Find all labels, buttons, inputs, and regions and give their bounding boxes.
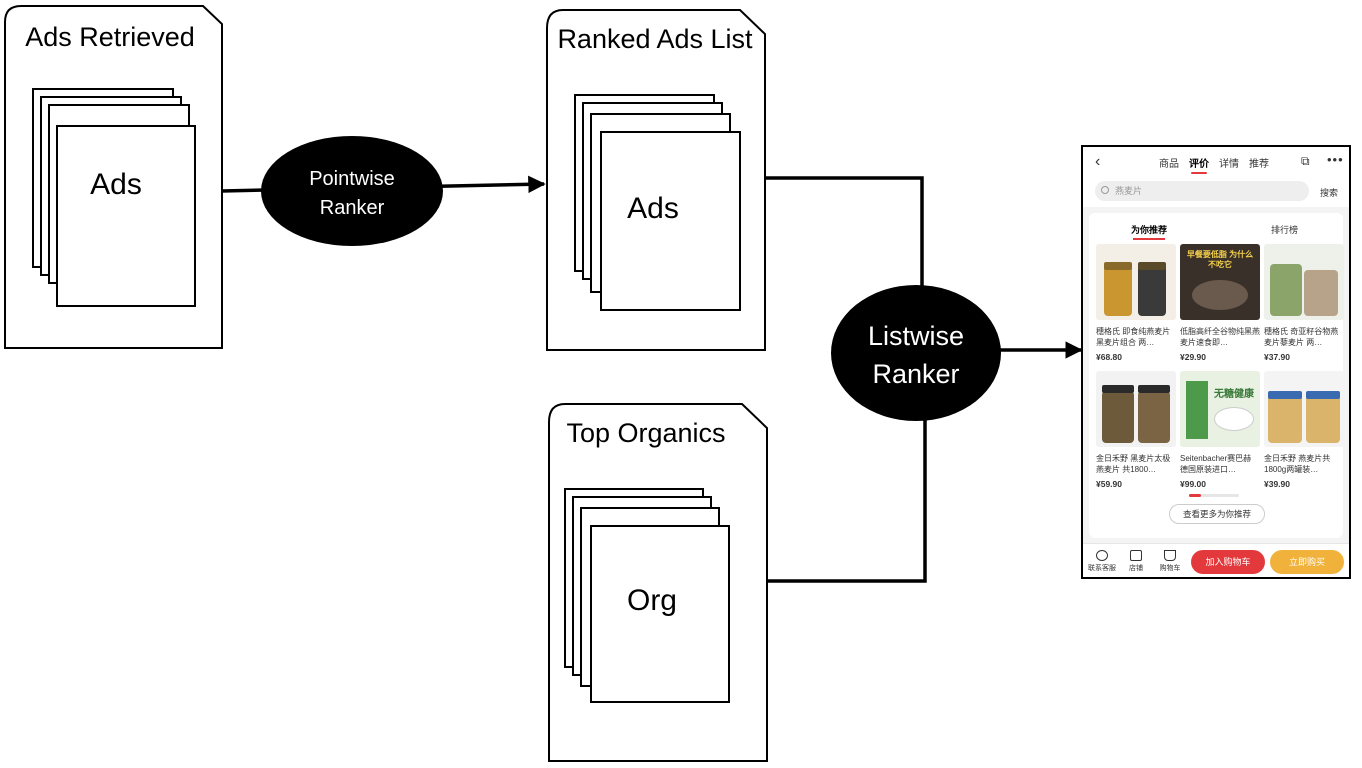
more-icon[interactable]: •••: [1327, 152, 1344, 167]
product-image: 无糖健康: [1180, 371, 1260, 447]
product-price: ¥29.90: [1180, 352, 1206, 362]
stage-title: Ranked Ads List: [557, 24, 753, 54]
tab-for-you[interactable]: 为你推荐: [1131, 225, 1168, 240]
stack-label: Org: [627, 584, 677, 617]
stage-ads-retrieved: Ads Retrieved Ads: [4, 5, 223, 349]
chat-icon: [1096, 550, 1108, 561]
ranker-label-line2: Ranker: [872, 359, 959, 389]
recommendation-panel: 为你推荐 排行榜 穗格氏 即食纯燕麦片黑麦片组合 两… ¥68.80 早餐要低脂…: [1089, 213, 1344, 538]
product-image: [1096, 244, 1176, 320]
view-more-button[interactable]: 查看更多为你推荐: [1169, 504, 1265, 524]
tab-reviews[interactable]: 评价: [1189, 155, 1209, 174]
product-price: ¥68.80: [1096, 352, 1122, 362]
tab-ranking[interactable]: 排行榜: [1271, 225, 1299, 235]
tab-recommend[interactable]: 推荐: [1249, 159, 1269, 170]
bottom-item-label: 联系客服: [1088, 565, 1116, 572]
nav-bar: ‹ 商品 评价 详情 推荐 ⧉ •••: [1083, 147, 1349, 177]
tab-goods[interactable]: 商品: [1159, 159, 1179, 170]
listwise-ranker: Listwise Ranker: [831, 285, 1001, 421]
ranker-label-line1: Pointwise: [309, 168, 395, 190]
product-card[interactable]: 穗格氏 奇亚籽谷物燕麦片藜麦片 两… ¥37.90: [1264, 244, 1344, 362]
product-card[interactable]: 穗格氏 即食纯燕麦片黑麦片组合 两… ¥68.80: [1096, 244, 1176, 362]
bottom-item-label: 购物车: [1159, 565, 1181, 572]
product-image: [1264, 371, 1344, 447]
stage-title: Ads Retrieved: [25, 22, 195, 52]
phone-screenshot: ‹ 商品 评价 详情 推荐 ⧉ ••• 燕麦片 搜索 为你推荐 排行榜 穗格氏 …: [1081, 145, 1351, 579]
product-name: Seitenbacher赛巴赫 德国原装进口…: [1180, 454, 1252, 474]
product-card[interactable]: 金日禾野 燕麦片共1800g两罐装… ¥39.90: [1264, 371, 1344, 489]
store-icon: [1130, 550, 1142, 561]
bottom-action-bar: 联系客服 店铺 购物车 加入购物车 立即购买: [1083, 543, 1349, 577]
stack-label: Ads: [627, 192, 679, 225]
product-name: 穗格氏 奇亚籽谷物燕麦片藜麦片 两…: [1264, 327, 1339, 347]
back-icon[interactable]: ‹: [1095, 153, 1101, 170]
customer-service-button[interactable]: 联系客服: [1087, 550, 1117, 573]
stage-ranked-ads-list: Ranked Ads List Ads: [546, 9, 766, 351]
connector-organics-to-listwise: [767, 420, 927, 583]
stage-title: Top Organics: [566, 418, 725, 448]
search-row: 燕麦片 搜索: [1083, 177, 1349, 207]
product-name: 穗格氏 即食纯燕麦片黑麦片组合 两…: [1096, 327, 1171, 347]
product-card[interactable]: 无糖健康 Seitenbacher赛巴赫 德国原装进口… ¥99.00: [1180, 371, 1260, 489]
tab-details[interactable]: 详情: [1219, 159, 1239, 170]
search-placeholder: 燕麦片: [1115, 186, 1143, 196]
add-to-cart-button[interactable]: 加入购物车: [1191, 550, 1265, 574]
product-price: ¥59.90: [1096, 479, 1122, 489]
stack-label: Ads: [90, 168, 142, 201]
product-name: 金日禾野 燕麦片共1800g两罐装…: [1264, 454, 1331, 474]
product-price: ¥37.90: [1264, 352, 1290, 362]
product-banner: 无糖健康: [1214, 389, 1254, 400]
bottom-item-label: 店铺: [1129, 565, 1143, 572]
search-icon: [1101, 186, 1109, 194]
product-image: 早餐要低脂 为什么不吃它: [1180, 244, 1260, 320]
cart-button[interactable]: 购物车: [1155, 550, 1185, 573]
ranker-label-line2: Ranker: [320, 197, 385, 219]
connector-ads-to-listwise: [765, 176, 924, 290]
carousel-pager: [1189, 494, 1239, 497]
product-banner: 早餐要低脂 为什么不吃它: [1186, 250, 1254, 269]
product-price: ¥39.90: [1264, 479, 1290, 489]
product-card[interactable]: 早餐要低脂 为什么不吃它 低脂高纤全谷物纯黑燕麦片速食即… ¥29.90: [1180, 244, 1260, 362]
share-icon[interactable]: ⧉: [1301, 154, 1310, 168]
pointwise-ranker: Pointwise Ranker: [261, 136, 443, 246]
store-button[interactable]: 店铺: [1121, 550, 1151, 573]
product-name: 金日禾野 黑麦片太极燕麦片 共1800…: [1096, 454, 1171, 474]
search-input[interactable]: 燕麦片: [1095, 181, 1309, 201]
product-tabs: 商品 评价 详情 推荐: [1159, 155, 1269, 174]
stage-top-organics: Top Organics Org: [548, 403, 768, 762]
ranker-label-line1: Listwise: [868, 321, 964, 351]
product-price: ¥99.00: [1180, 479, 1206, 489]
product-image: [1096, 371, 1176, 447]
buy-now-button[interactable]: 立即购买: [1270, 550, 1344, 574]
cart-icon: [1164, 550, 1176, 561]
product-image: [1264, 244, 1344, 320]
product-card[interactable]: 金日禾野 黑麦片太极燕麦片 共1800… ¥59.90: [1096, 371, 1176, 489]
search-button[interactable]: 搜索: [1320, 188, 1339, 198]
product-name: 低脂高纤全谷物纯黑燕麦片速食即…: [1180, 327, 1260, 347]
